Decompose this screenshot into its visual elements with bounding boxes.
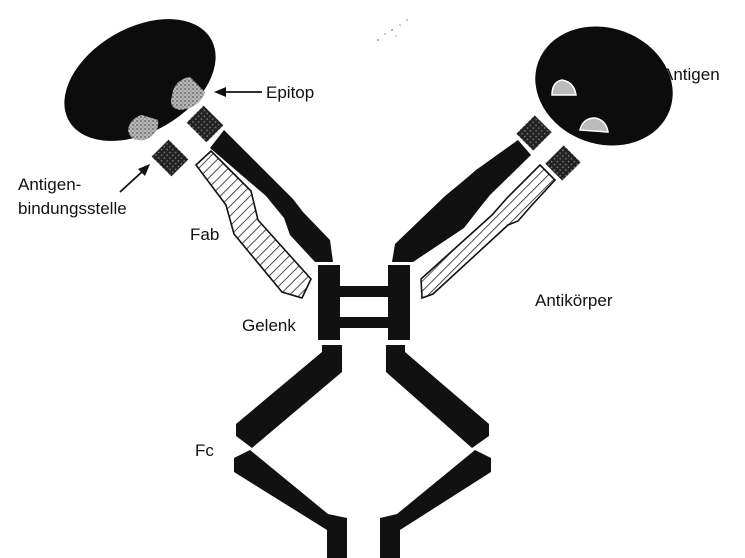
scan-specks [377,19,408,41]
label-fab: Fab [190,225,219,244]
label-bindungsstelle-line2: bindungsstelle [18,199,127,218]
hinge-right-post [388,265,410,340]
left-light-variable-domain [152,140,189,177]
label-antikoerper: Antikörper [535,291,613,310]
hinge-left-post [318,265,340,340]
left-heavy-variable-domain [187,106,224,143]
label-gelenk: Gelenk [242,316,296,335]
label-fc: Fc [195,441,214,460]
hinge-bridge-upper [336,286,392,297]
bindungsstelle-arrow [120,164,150,192]
right-antigen [518,8,689,165]
label-antigen: Antigen [662,65,720,84]
left-antigen [43,0,237,166]
label-epitop: Epitop [266,83,314,102]
hinge-region [318,265,410,340]
hinge-bridge-lower [336,317,392,328]
label-bindungsstelle-line1: Antigen- [18,175,81,194]
epitop-arrow [214,87,262,97]
fc-region [234,345,491,558]
